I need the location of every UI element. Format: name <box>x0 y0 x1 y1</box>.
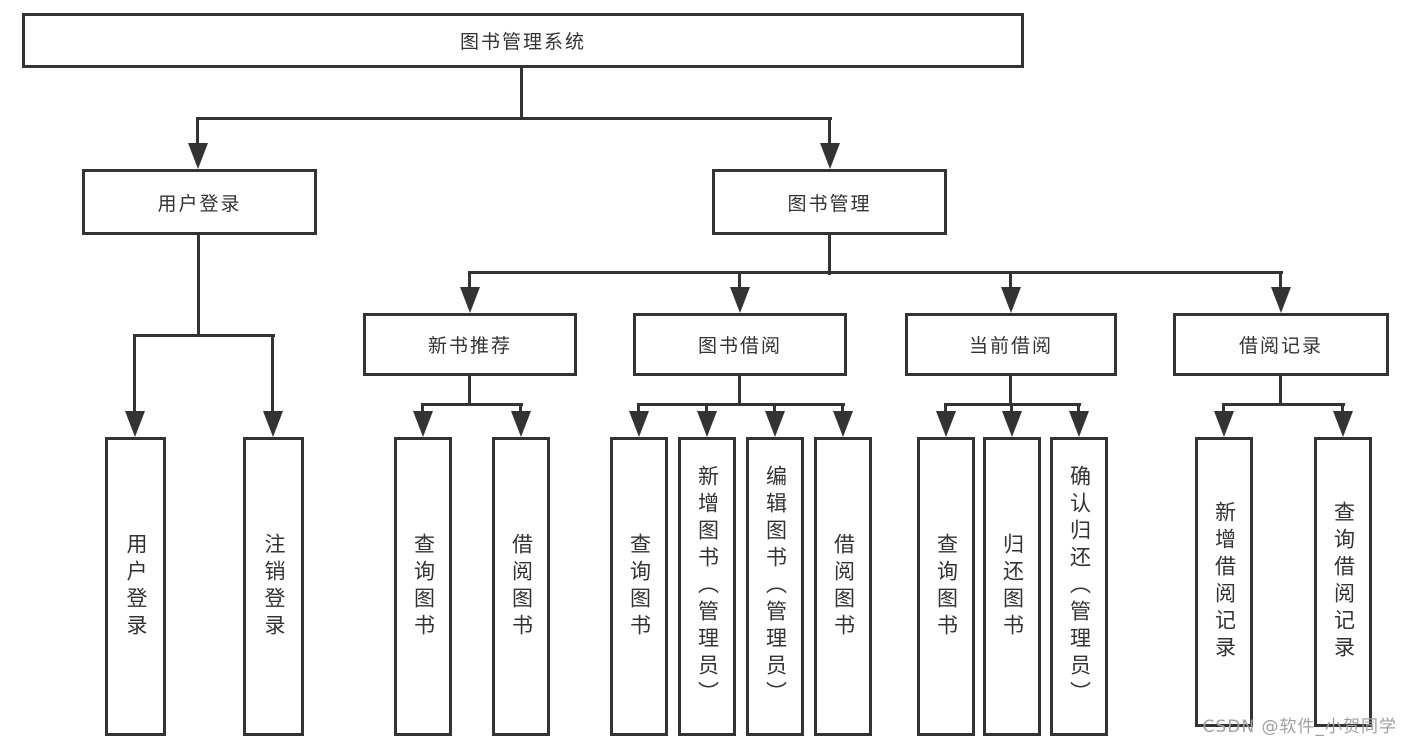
leaf-edit-books-admin-label: 编辑图书（管理员） <box>763 465 788 708</box>
arrow-down-icon <box>188 143 208 169</box>
csdn-watermark: CSDN @软件_小贺同学 <box>1202 717 1397 737</box>
arrow-down-icon <box>765 411 785 437</box>
connector-line <box>1341 403 1344 417</box>
connector-line <box>196 117 199 149</box>
connector-line <box>1077 403 1080 417</box>
node-current-borrow-label: 当前借阅 <box>968 335 1053 357</box>
leaf-borrow-books-1-label: 借阅图书 <box>509 532 534 641</box>
connector-line <box>468 271 1283 274</box>
node-new-book-recommend-label: 新书推荐 <box>427 335 512 357</box>
connector-line <box>468 376 471 406</box>
node-borrow-records: 借阅记录 <box>1173 313 1389 376</box>
connector-line <box>271 334 274 416</box>
arrow-down-icon <box>125 411 145 437</box>
leaf-user-login-label: 用户登录 <box>124 532 148 641</box>
connector-line <box>520 68 523 119</box>
connector-line <box>738 376 741 406</box>
leaf-add-borrow-record-label: 新增借阅记录 <box>1212 501 1237 663</box>
node-book-borrow-label: 图书借阅 <box>697 335 782 357</box>
leaf-add-books-admin: 新增图书（管理员） <box>678 437 736 736</box>
leaf-confirm-return-admin: 确认归还（管理员） <box>1050 437 1108 736</box>
leaf-query-books-3: 查询图书 <box>917 437 975 736</box>
connector-line <box>1009 376 1012 406</box>
connector-line <box>1009 271 1012 291</box>
node-library-management-system: 图书管理系统 <box>22 13 1024 68</box>
connector-line <box>637 403 640 417</box>
connector-line <box>133 334 275 337</box>
arrow-down-icon <box>1001 287 1021 313</box>
node-user-login-label: 用户登录 <box>157 192 242 215</box>
leaf-logout: 注销登录 <box>243 437 304 736</box>
arrow-down-icon <box>936 411 956 437</box>
connector-line <box>1222 403 1225 417</box>
connector-line <box>944 403 947 417</box>
connector-line <box>773 403 776 417</box>
leaf-query-books-1-label: 查询图书 <box>411 532 436 641</box>
node-book-management: 图书管理 <box>712 169 947 235</box>
leaf-query-books-2: 查询图书 <box>610 437 668 736</box>
connector-line <box>468 271 471 291</box>
arrow-down-icon <box>1069 411 1089 437</box>
leaf-user-login: 用户登录 <box>105 437 166 736</box>
arrow-down-icon <box>511 411 531 437</box>
leaf-add-books-admin-label: 新增图书（管理员） <box>695 465 720 708</box>
leaf-logout-label: 注销登录 <box>262 532 286 641</box>
arrow-down-icon <box>833 411 853 437</box>
arrow-down-icon <box>1271 287 1291 313</box>
connector-line <box>705 403 708 417</box>
connector-line <box>519 403 522 417</box>
leaf-query-books-1: 查询图书 <box>394 437 452 736</box>
leaf-query-books-2-label: 查询图书 <box>627 532 652 641</box>
arrow-down-icon <box>697 411 717 437</box>
connector-line <box>1279 271 1282 291</box>
arrow-down-icon <box>820 143 840 169</box>
leaf-query-books-3-label: 查询图书 <box>934 532 959 641</box>
connector-line <box>421 403 424 417</box>
connector-line <box>421 403 523 406</box>
node-book-borrow: 图书借阅 <box>633 313 847 376</box>
node-book-management-label: 图书管理 <box>787 192 872 215</box>
leaf-return-books-label: 归还图书 <box>1000 532 1025 641</box>
arrow-down-icon <box>1002 411 1022 437</box>
arrow-down-icon <box>460 287 480 313</box>
connector-line <box>828 235 831 275</box>
node-current-borrow: 当前借阅 <box>905 313 1117 376</box>
arrow-down-icon <box>629 411 649 437</box>
leaf-borrow-books-2-label: 借阅图书 <box>831 532 856 641</box>
arrow-down-icon <box>1214 411 1234 437</box>
connector-line <box>1222 403 1345 406</box>
arrow-down-icon <box>413 411 433 437</box>
leaf-add-borrow-record: 新增借阅记录 <box>1195 437 1253 727</box>
connector-line <box>637 403 845 406</box>
connector-line <box>197 235 200 337</box>
arrow-down-icon <box>263 411 283 437</box>
node-user-login: 用户登录 <box>82 169 317 235</box>
connector-line <box>738 271 741 291</box>
leaf-return-books: 归还图书 <box>983 437 1041 736</box>
connector-line <box>1279 376 1282 406</box>
arrow-down-icon <box>1333 411 1353 437</box>
connector-line <box>1010 403 1013 417</box>
leaf-query-borrow-record: 查询借阅记录 <box>1314 437 1372 727</box>
leaf-query-borrow-record-label: 查询借阅记录 <box>1331 501 1356 663</box>
arrow-down-icon <box>730 287 750 313</box>
leaf-edit-books-admin: 编辑图书（管理员） <box>746 437 804 736</box>
connector-line <box>828 117 831 149</box>
connector-line <box>133 334 136 416</box>
connector-line <box>841 403 844 417</box>
node-new-book-recommend: 新书推荐 <box>363 313 577 376</box>
node-borrow-records-label: 借阅记录 <box>1238 335 1323 357</box>
leaf-borrow-books-1: 借阅图书 <box>492 437 550 736</box>
connector-line <box>196 117 832 120</box>
node-library-management-system-label: 图书管理系统 <box>459 31 586 53</box>
leaf-confirm-return-admin-label: 确认归还（管理员） <box>1067 465 1092 708</box>
leaf-borrow-books-2: 借阅图书 <box>814 437 872 736</box>
